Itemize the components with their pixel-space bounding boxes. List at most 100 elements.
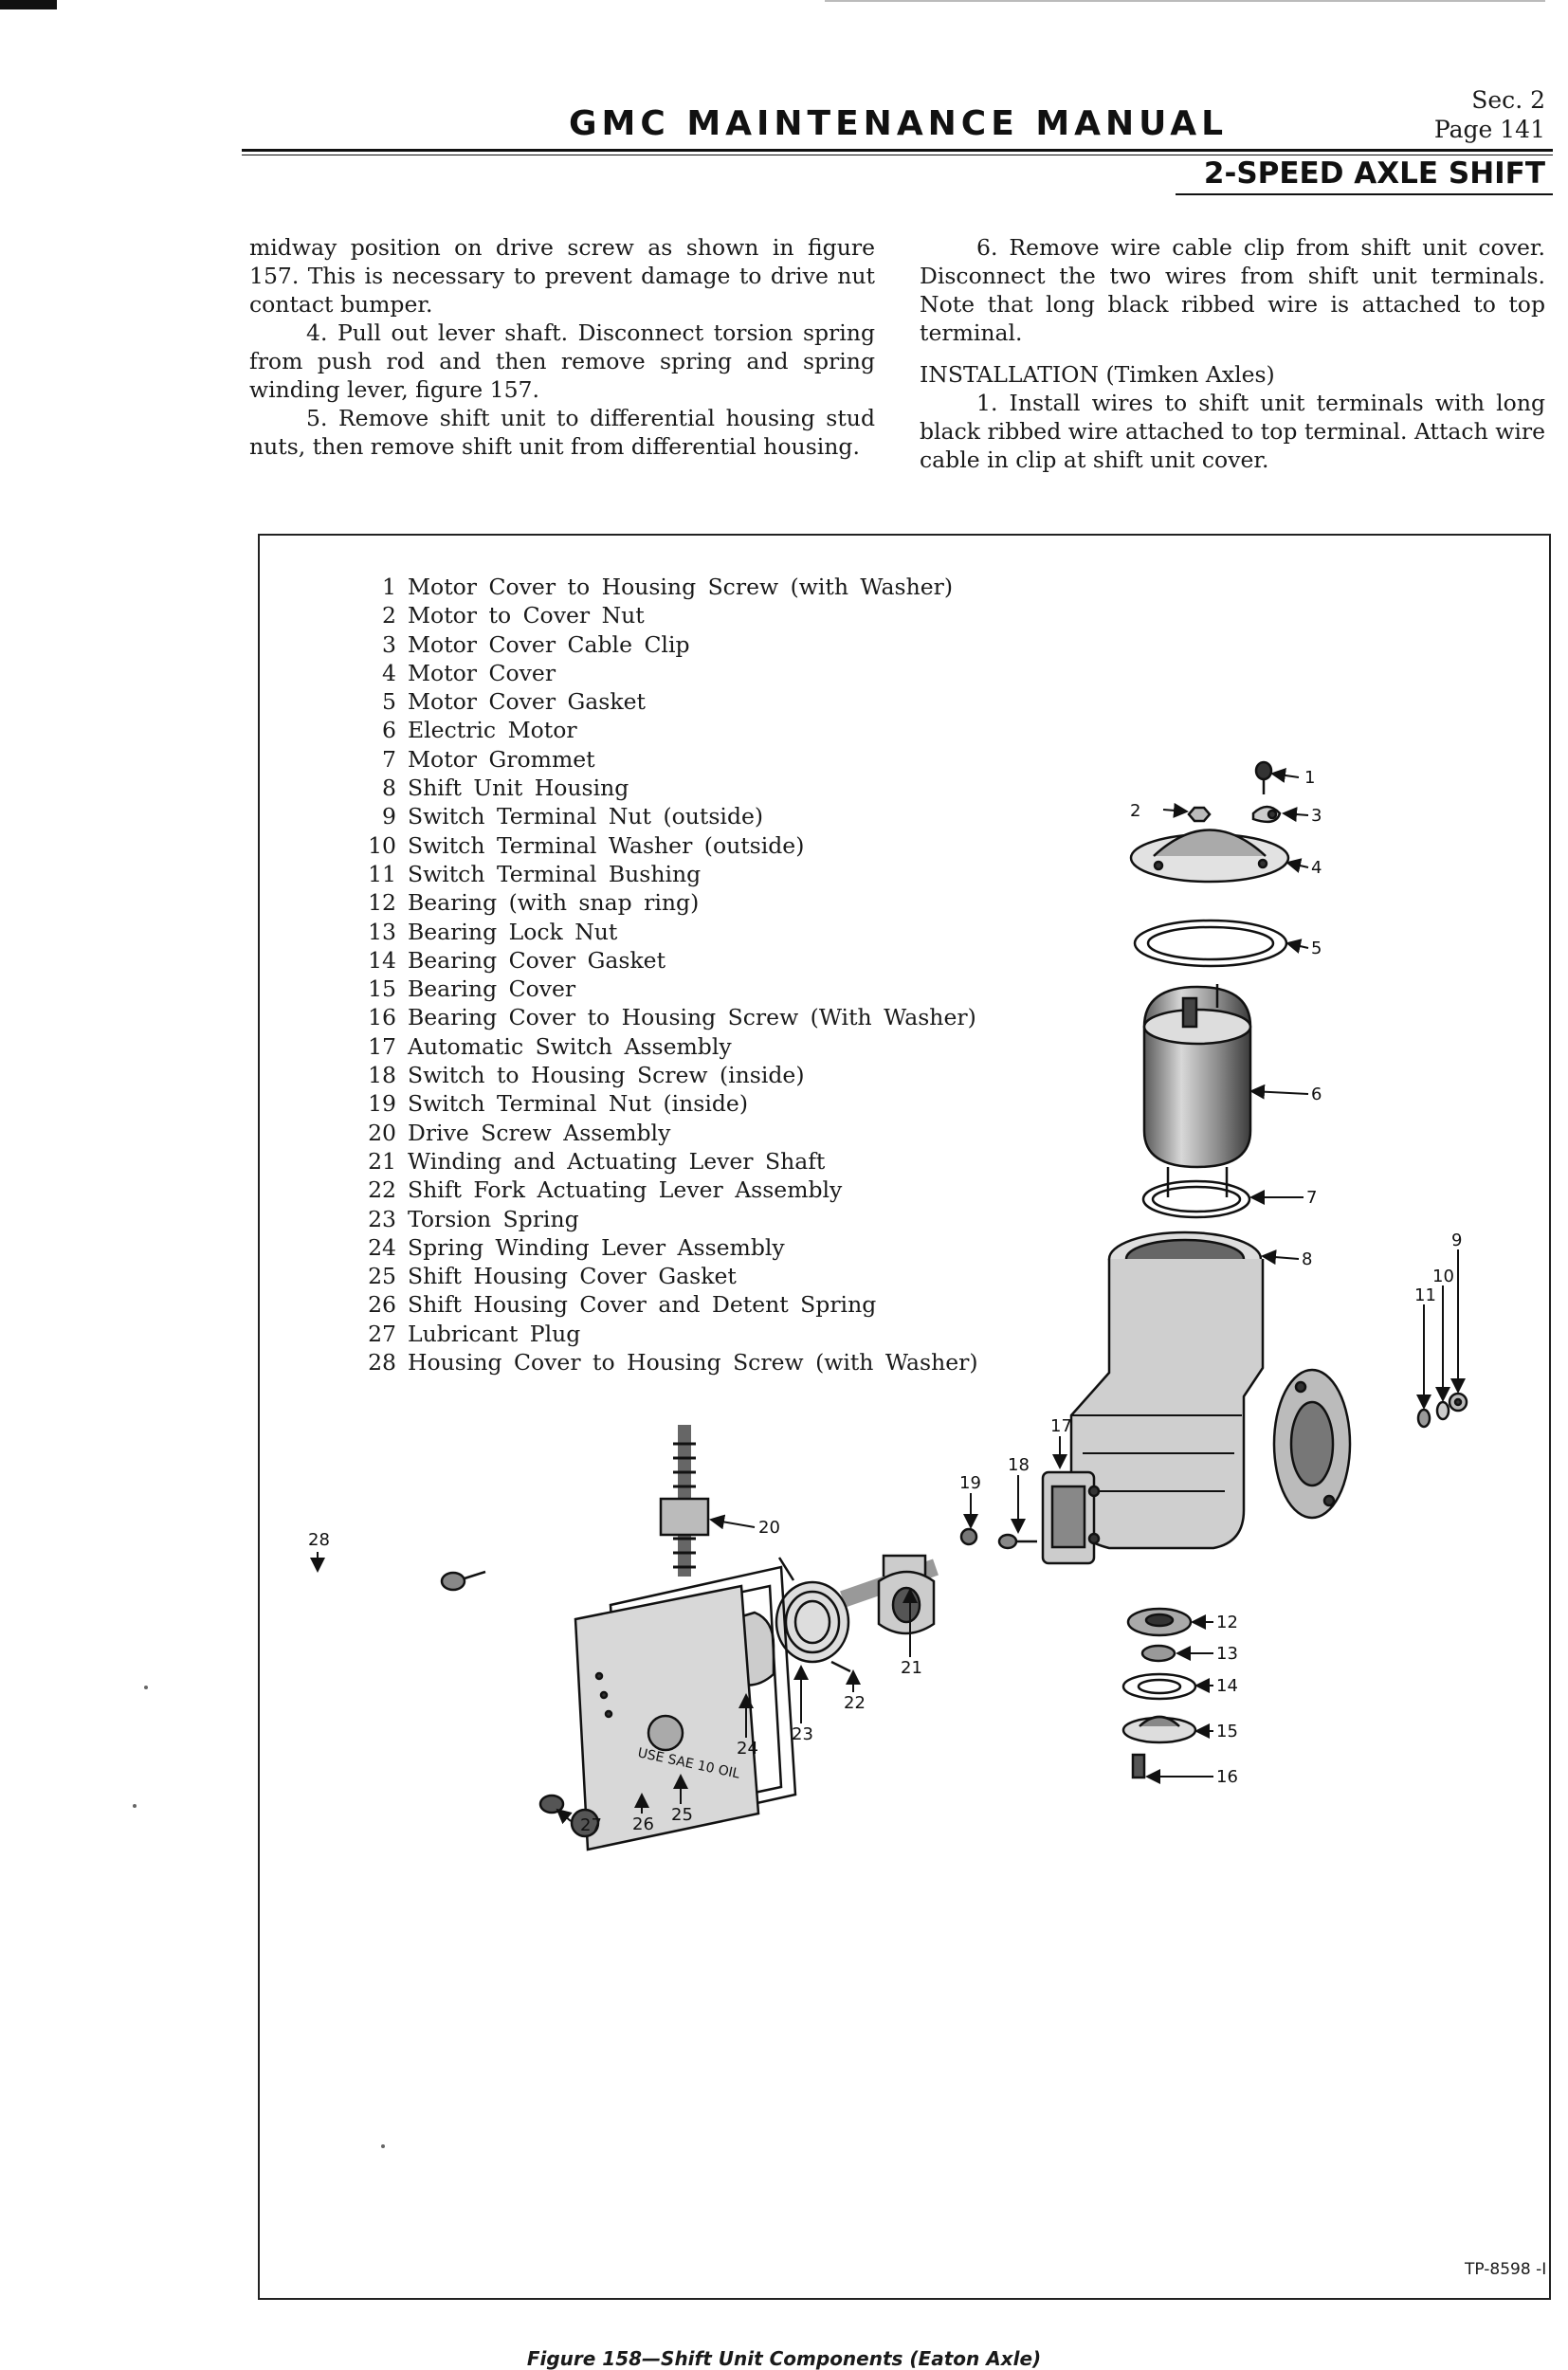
scan-corner-mark — [0, 0, 57, 9]
legend-label: Bearing (with snap ring) — [408, 889, 700, 917]
legend-number: 24 — [368, 1233, 396, 1261]
switch-terminal-bushing-part — [1416, 1408, 1431, 1429]
callout-label: 18 — [1008, 1455, 1030, 1475]
callout-label: 20 — [758, 1518, 780, 1538]
legend-label: Motor Grommet — [408, 745, 595, 773]
legend-label: Motor Cover Gasket — [408, 688, 646, 716]
callout-label: 8 — [1302, 1249, 1312, 1269]
callout-label: 5 — [1311, 939, 1322, 958]
legend-label: Motor Cover Cable Clip — [408, 630, 690, 658]
legend-label: Spring Winding Lever Assembly — [408, 1233, 785, 1261]
drive-screw-part — [659, 1425, 710, 1577]
shift-fork-lever-part — [877, 1554, 936, 1635]
legend-number: 19 — [368, 1090, 396, 1118]
callout-label: 6 — [1311, 1085, 1322, 1104]
right-paragraph-2: 1. Install wires to shift unit terminals… — [920, 390, 1545, 473]
left-paragraph-2: 4. Pull out lever shaft. Disconnect tors… — [249, 319, 875, 403]
legend-number: 27 — [368, 1320, 396, 1347]
cable-clip-part — [1251, 805, 1282, 824]
callout-label: 14 — [1216, 1676, 1238, 1696]
legend-label: Housing Cover to Housing Screw (with Was… — [408, 1349, 978, 1376]
legend-item: 25 Shift Housing Cover Gasket — [358, 1262, 978, 1290]
legend-label: Switch to Housing Screw (inside) — [408, 1062, 805, 1089]
callout-label: 23 — [792, 1724, 813, 1744]
callout-label: 1 — [1304, 768, 1315, 788]
legend-number: 5 — [382, 688, 396, 716]
legend-item: 15 Bearing Cover — [358, 975, 978, 1003]
legend-number: 21 — [368, 1147, 396, 1175]
callout-label: 17 — [1050, 1416, 1072, 1436]
callout-label: 4 — [1311, 858, 1322, 878]
legend-label: Bearing Cover to Housing Screw (With Was… — [408, 1004, 976, 1031]
legend-item: 7 Motor Grommet — [358, 745, 978, 774]
bearing-cover-gasket-part — [1121, 1672, 1197, 1701]
scan-top-rule — [825, 0, 1545, 2]
callout-label: 22 — [844, 1693, 866, 1713]
callout-label: 3 — [1311, 806, 1322, 826]
legend-number: 6 — [382, 717, 396, 744]
callout-label: 9 — [1451, 1231, 1462, 1250]
leader-arrows — [310, 768, 1466, 1825]
legend-number: 15 — [368, 975, 396, 1003]
legend-label: Shift Fork Actuating Lever Assembly — [408, 1176, 843, 1204]
legend-label: Switch Terminal Washer (outside) — [408, 831, 805, 859]
bearing-lock-nut-part — [1140, 1644, 1176, 1663]
callout-labels: 1 2 3 4 5 6 7 8 9 10 11 12 13 14 15 16 1… — [308, 768, 1462, 1835]
legend-number: 3 — [382, 630, 396, 658]
legend-label: Bearing Cover — [408, 975, 576, 1003]
legend-item: 10 Switch Terminal Washer (outside) — [358, 831, 978, 860]
bearing-part — [1126, 1607, 1193, 1637]
callout-label: 21 — [901, 1658, 922, 1678]
legend-label: Motor to Cover Nut — [408, 602, 645, 629]
legend-number: 17 — [368, 1032, 396, 1060]
switch-screw-part — [997, 1533, 1037, 1550]
figure-caption: Figure 158—Shift Unit Components (Eaton … — [526, 2347, 1042, 2370]
scan-speck — [144, 1686, 148, 1689]
legend-item: 19 Switch Terminal Nut (inside) — [358, 1089, 978, 1118]
left-paragraph-3: 5. Remove shift unit to differential hou… — [249, 405, 875, 460]
callout-label: 11 — [1414, 1285, 1436, 1305]
legend-item: 24 Spring Winding Lever Assembly — [358, 1233, 978, 1262]
legend-number: 7 — [382, 745, 396, 773]
legend-item: 6 Electric Motor — [358, 716, 978, 744]
callout-label: 7 — [1306, 1188, 1317, 1208]
legend-label: Switch Terminal Nut (outside) — [408, 803, 764, 830]
legend-number: 11 — [368, 860, 396, 887]
callout-label: 24 — [737, 1739, 758, 1759]
callout-label: 19 — [959, 1473, 981, 1493]
section-title-rule — [1176, 193, 1553, 195]
manual-title: GMC MAINTENANCE MANUAL — [569, 104, 1229, 143]
legend-number: 25 — [368, 1263, 396, 1290]
legend-label: Electric Motor — [408, 717, 577, 744]
legend-number: 28 — [368, 1349, 396, 1376]
legend-label: Drive Screw Assembly — [408, 1119, 671, 1146]
left-text-column: midway position on drive screw as shown … — [249, 233, 875, 461]
legend-label: Switch Terminal Nut (inside) — [408, 1090, 748, 1118]
legend-number: 22 — [368, 1176, 396, 1204]
legend-label: Shift Housing Cover Gasket — [408, 1263, 737, 1290]
legend-number: 10 — [368, 831, 396, 859]
electric-motor-part — [1142, 984, 1252, 1197]
housing-cover-screw-part — [440, 1570, 486, 1592]
legend-number: 16 — [368, 1004, 396, 1031]
legend-item: 5 Motor Cover Gasket — [358, 687, 978, 716]
right-text-column: 6. Remove wire cable clip from shift uni… — [920, 233, 1545, 474]
legend-number: 23 — [368, 1205, 396, 1232]
shift-unit-housing-part — [1069, 1231, 1352, 1550]
legend-item: 22 Shift Fork Actuating Lever Assembly — [358, 1176, 978, 1204]
callout-label: 13 — [1216, 1644, 1238, 1664]
legend-label: Switch Terminal Bushing — [408, 860, 702, 887]
legend-number: 20 — [368, 1119, 396, 1146]
callout-label: 10 — [1432, 1267, 1454, 1286]
switch-inside-nut-part — [959, 1527, 978, 1546]
legend-number: 26 — [368, 1291, 396, 1319]
callout-label: 26 — [632, 1814, 654, 1834]
legend-number: 12 — [368, 889, 396, 917]
